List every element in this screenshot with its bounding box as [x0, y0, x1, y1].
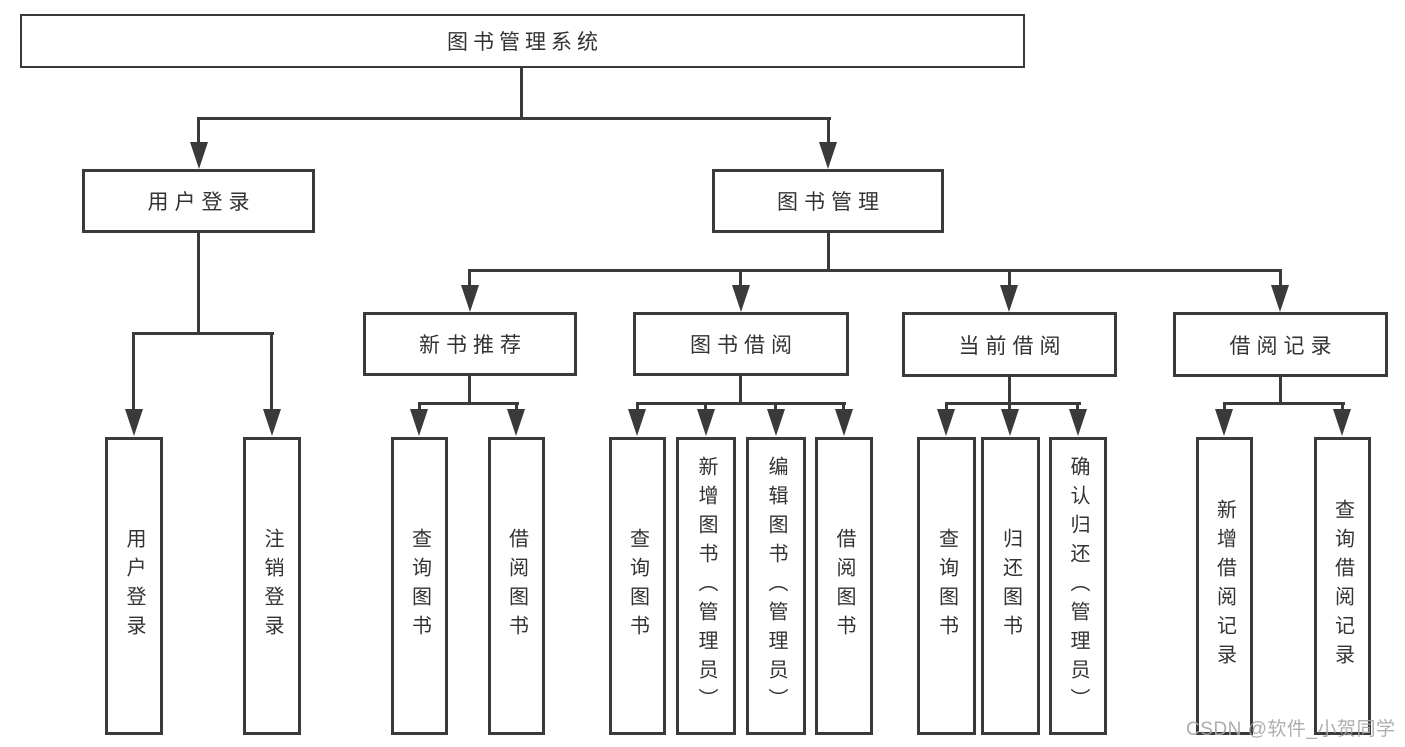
connector-line: [1008, 269, 1011, 289]
connector-line: [197, 231, 200, 335]
leaf-label: 归还图书: [999, 528, 1022, 644]
connector-line: [842, 402, 845, 412]
arrow-down-icon: [1215, 409, 1233, 436]
arrow-down-icon: [1001, 409, 1019, 436]
arrow-down-icon: [697, 409, 715, 436]
arrow-down-icon: [263, 409, 281, 436]
connector-line: [520, 66, 523, 119]
connector-line: [1223, 402, 1226, 412]
arrow-down-icon: [1333, 409, 1351, 436]
node-borrowing-records: 借阅记录: [1173, 312, 1388, 377]
arrow-down-icon: [507, 409, 525, 436]
leaf-add-book-admin: 新增图书（管理员）: [676, 437, 736, 735]
leaf-borrow-books-borrowing: 借阅图书: [815, 437, 873, 735]
leaf-borrow-books-recommend: 借阅图书: [488, 437, 545, 735]
leaf-label: 借阅图书: [833, 528, 855, 644]
csdn-watermark: CSDN @软件_小贺同学: [1186, 719, 1396, 740]
leaf-return-books: 归还图书: [981, 437, 1040, 735]
connector-line: [739, 375, 742, 405]
leaf-label: 注销登录: [261, 528, 283, 644]
connector-line: [704, 402, 707, 412]
connector-line: [418, 402, 519, 405]
connector-line: [774, 402, 777, 412]
node-library-system: 图书管理系统: [20, 14, 1025, 68]
connector-line: [1279, 269, 1282, 289]
leaf-label: 确认归还（管理员）: [1067, 455, 1089, 717]
leaf-label: 编辑图书（管理员）: [765, 455, 787, 717]
connector-line: [1279, 376, 1282, 405]
leaf-label: 查询图书: [935, 528, 958, 644]
connector-line: [636, 402, 846, 405]
leaf-query-books-current: 查询图书: [917, 437, 976, 735]
leaf-label: 新增借阅记录: [1213, 499, 1236, 673]
connector-line: [468, 269, 1282, 272]
connector-line: [270, 332, 273, 411]
connector-line: [132, 332, 274, 335]
arrow-down-icon: [410, 409, 428, 436]
connector-line: [636, 402, 639, 412]
connector-line: [1008, 402, 1011, 412]
connector-line: [945, 402, 1081, 405]
leaf-label: 查询图书: [408, 528, 431, 644]
leaf-label: 借阅图书: [505, 528, 528, 644]
arrow-down-icon: [125, 409, 143, 436]
node-user-login: 用户登录: [82, 169, 315, 233]
leaf-edit-book-admin: 编辑图书（管理员）: [746, 437, 806, 735]
connector-line: [1223, 402, 1345, 405]
arrow-down-icon: [732, 285, 750, 312]
connector-line: [945, 402, 948, 412]
arrow-down-icon: [835, 409, 853, 436]
connector-line: [739, 269, 742, 289]
arrow-down-icon: [461, 285, 479, 312]
leaf-user-login: 用户登录: [105, 437, 163, 735]
arrow-down-icon: [1271, 285, 1289, 312]
connector-line: [1008, 376, 1011, 405]
connector-line: [827, 117, 830, 145]
leaf-add-borrow-record: 新增借阅记录: [1196, 437, 1253, 735]
leaf-label: 用户登录: [123, 528, 145, 644]
connector-line: [418, 402, 421, 412]
connector-line: [197, 117, 831, 120]
leaf-query-borrow-record: 查询借阅记录: [1314, 437, 1371, 735]
arrow-down-icon: [628, 409, 646, 436]
node-book-management: 图书管理: [712, 169, 944, 233]
leaf-query-books-borrowing: 查询图书: [609, 437, 666, 735]
arrow-down-icon: [190, 142, 208, 169]
connector-line: [1076, 402, 1079, 412]
connector-line: [1341, 402, 1344, 412]
arrow-down-icon: [1069, 409, 1087, 436]
arrow-down-icon: [819, 142, 837, 169]
node-new-book-recommend: 新书推荐: [363, 312, 577, 376]
arrow-down-icon: [1000, 285, 1018, 312]
connector-line: [468, 375, 471, 405]
node-current-borrowing: 当前借阅: [902, 312, 1117, 377]
leaf-label: 查询借阅记录: [1331, 499, 1354, 673]
leaf-query-books-recommend: 查询图书: [391, 437, 448, 735]
leaf-label: 新增图书（管理员）: [695, 455, 717, 717]
arrow-down-icon: [937, 409, 955, 436]
connector-line: [515, 402, 518, 412]
leaf-label: 查询图书: [626, 528, 649, 644]
connector-line: [468, 269, 471, 289]
connector-line: [827, 231, 830, 272]
leaf-logout: 注销登录: [243, 437, 301, 735]
connector-line: [197, 117, 200, 145]
arrow-down-icon: [767, 409, 785, 436]
leaf-confirm-return-admin: 确认归还（管理员）: [1049, 437, 1107, 735]
connector-line: [132, 332, 135, 411]
node-book-borrowing: 图书借阅: [633, 312, 849, 376]
